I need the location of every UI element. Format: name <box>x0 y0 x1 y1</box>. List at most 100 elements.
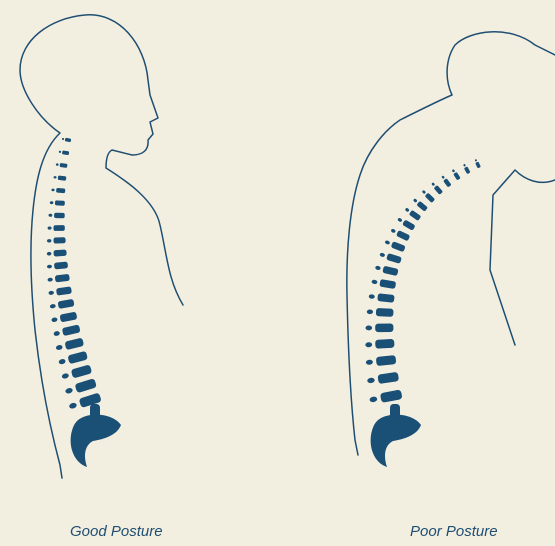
good-vertebra-19 <box>61 364 92 381</box>
good-vertebra-body <box>55 274 70 283</box>
poor-spinous-process <box>405 207 410 212</box>
good-vertebra-body <box>54 262 68 270</box>
poor-vertebra-body <box>409 210 422 221</box>
good-spinous-process <box>51 189 54 192</box>
good-vertebra-body <box>64 338 84 351</box>
good-vertebra-13 <box>48 286 72 296</box>
good-vertebra-body <box>62 324 81 336</box>
good-vertebra-2 <box>58 150 69 155</box>
good-sacrum <box>71 415 121 467</box>
poor-spinous-process <box>371 279 377 284</box>
poor-vertebra-13 <box>374 264 398 276</box>
poor-vertebra-body <box>376 308 394 317</box>
good-vertebra-body <box>58 299 75 309</box>
good-vertebra-20 <box>64 378 97 396</box>
good-vertebra-body <box>75 378 97 393</box>
poor-vertebra-10 <box>390 227 410 241</box>
good-vertebra-body <box>62 150 69 155</box>
poor-vertebra-body <box>416 201 428 212</box>
poor-spinous-process <box>463 164 466 167</box>
poor-vertebra-1 <box>474 159 481 169</box>
poor-vertebra-4 <box>440 175 451 188</box>
good-spinous-process <box>47 239 52 243</box>
poor-vertebra-body <box>375 324 393 333</box>
poor-spinous-process <box>413 198 418 203</box>
poor-vertebra-body <box>382 266 398 276</box>
poor-vertebra-body <box>375 339 394 349</box>
poor-sacrum <box>371 415 421 467</box>
poor-spinous-process <box>431 182 435 186</box>
poor-vertebra-8 <box>404 206 421 221</box>
good-vertebra-body <box>58 175 67 180</box>
good-vertebra-16 <box>53 324 81 338</box>
good-vertebra-body <box>60 163 68 168</box>
good-vertebra-9 <box>47 237 66 244</box>
poor-spinous-process <box>475 159 478 162</box>
poor-vertebra-21 <box>369 389 403 405</box>
poor-posture-silhouette <box>347 32 555 455</box>
good-spinous-process <box>48 214 52 217</box>
good-vertebra-12 <box>47 274 70 283</box>
good-vertebra-body <box>65 138 72 143</box>
poor-vertebra-body <box>453 172 460 181</box>
good-spinous-process <box>58 358 66 365</box>
poor-vertebra-body <box>425 193 436 203</box>
good-vertebra-body <box>53 249 66 256</box>
poor-vertebra-3 <box>451 168 461 180</box>
poor-vertebra-body <box>386 253 402 264</box>
poor-spinous-process <box>365 342 372 347</box>
poor-spinous-process <box>365 326 372 331</box>
poor-spinous-process <box>397 217 403 222</box>
poor-vertebra-17 <box>365 324 393 333</box>
poor-vertebra-6 <box>421 189 435 203</box>
good-posture-silhouette <box>20 15 183 478</box>
good-vertebra-body <box>60 312 78 323</box>
good-vertebra-11 <box>47 262 68 271</box>
poor-spinous-process <box>384 240 390 245</box>
poor-posture-spine <box>365 159 481 467</box>
poor-vertebra-body <box>376 355 397 366</box>
good-spinous-process <box>51 317 58 322</box>
good-vertebra-3 <box>56 162 68 168</box>
good-vertebra-body <box>53 225 64 231</box>
poor-spinous-process <box>369 294 375 299</box>
good-vertebra-4 <box>53 175 66 181</box>
poor-spinous-process <box>367 309 373 314</box>
good-spinous-process <box>48 291 54 296</box>
poor-vertebra-9 <box>396 216 415 231</box>
good-spinous-process <box>69 402 78 409</box>
poor-vertebra-body <box>434 185 443 195</box>
poor-spinous-process <box>375 265 381 270</box>
good-vertebra-body <box>56 286 72 295</box>
good-vertebra-14 <box>49 299 74 311</box>
good-spinous-process <box>48 226 52 229</box>
good-posture-spine <box>47 137 121 467</box>
good-spinous-process <box>53 176 56 179</box>
good-vertebra-6 <box>50 200 65 206</box>
good-spinous-process <box>61 373 69 380</box>
poor-vertebra-5 <box>430 181 443 194</box>
poor-vertebra-body <box>443 178 451 187</box>
good-vertebra-10 <box>47 249 67 257</box>
good-posture-caption: Good Posture <box>70 523 163 540</box>
poor-vertebra-body <box>379 279 396 289</box>
poor-vertebra-body <box>377 293 394 302</box>
poor-vertebra-body <box>464 166 471 174</box>
good-vertebra-7 <box>48 213 64 219</box>
poor-vertebra-body <box>380 389 403 402</box>
poor-vertebra-16 <box>367 308 394 317</box>
good-spinous-process <box>53 331 60 337</box>
poor-vertebra-11 <box>384 238 406 252</box>
good-spinous-process <box>56 163 59 166</box>
poor-posture-caption: Poor Posture <box>410 523 498 540</box>
good-vertebra-body <box>53 237 65 243</box>
poor-vertebra-15 <box>368 292 394 302</box>
poor-vertebra-12 <box>379 251 402 264</box>
good-spinous-process <box>50 304 56 309</box>
good-vertebra-body <box>67 351 88 364</box>
poor-spinous-process <box>369 396 377 403</box>
good-vertebra-1 <box>62 137 72 142</box>
good-spinous-process <box>47 265 52 269</box>
